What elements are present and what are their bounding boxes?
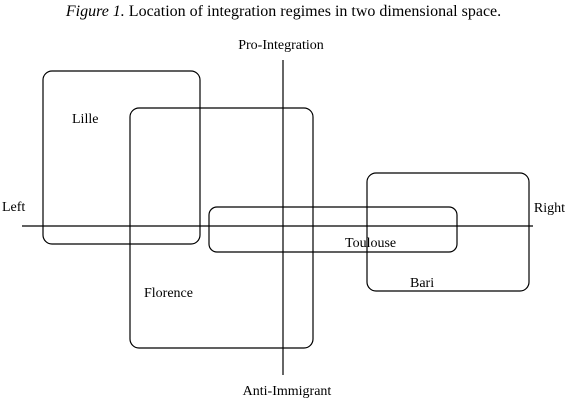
axis-label-bottom: Anti-Immigrant	[243, 384, 332, 399]
regime-box-bari	[366, 172, 530, 292]
axis-label-top: Pro-Integration	[238, 38, 324, 53]
axis-label-right: Right	[534, 201, 565, 216]
figure-caption: Figure 1. Location of integration regime…	[0, 2, 567, 22]
axis-label-left: Left	[2, 200, 25, 215]
regime-box-lille	[42, 70, 201, 245]
regime-box-florence	[129, 107, 314, 349]
regime-label-florence: Florence	[144, 286, 193, 301]
figure-caption-text: Location of integration regimes in two d…	[124, 3, 502, 20]
regime-label-bari: Bari	[410, 276, 434, 291]
regime-label-toulouse: Toulouse	[345, 236, 396, 251]
figure-label: Figure 1.	[65, 3, 125, 20]
regime-box-toulouse	[208, 206, 458, 253]
regime-label-lille: Lille	[72, 112, 98, 127]
